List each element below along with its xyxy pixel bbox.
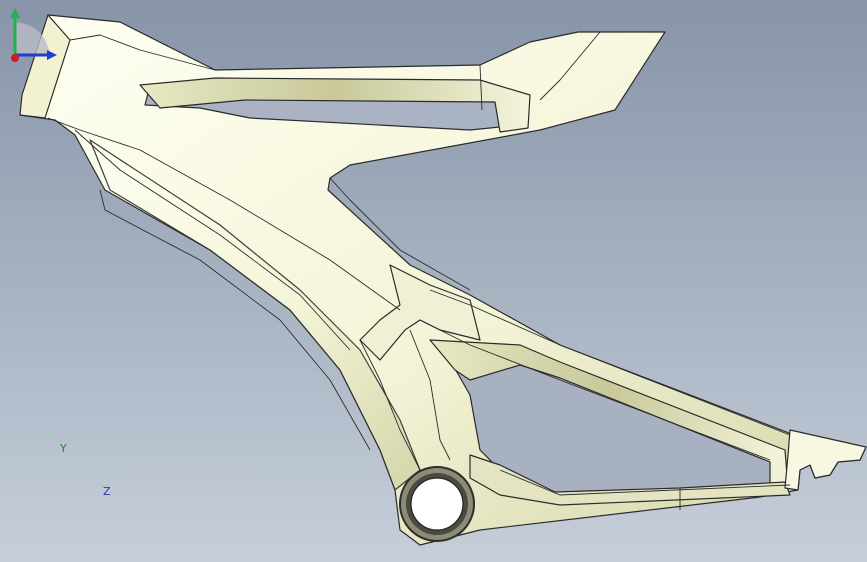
down-tube-shade	[89, 139, 421, 491]
bike-frame[interactable]	[19, 14, 867, 546]
dropout[interactable]	[784, 429, 867, 491]
x-axis-icon	[11, 54, 19, 62]
feature-edges	[47, 31, 791, 510]
junction-facets	[359, 264, 481, 361]
head-tube-end[interactable]	[19, 14, 71, 119]
reference-triad	[10, 8, 57, 62]
z-axis-label: Z	[103, 485, 111, 498]
y-axis-label: Y	[60, 442, 67, 455]
bottom-bracket[interactable]	[399, 466, 475, 542]
rear-window-lip	[429, 339, 789, 491]
triad-plane	[15, 22, 50, 55]
top-window-lip	[139, 77, 531, 133]
